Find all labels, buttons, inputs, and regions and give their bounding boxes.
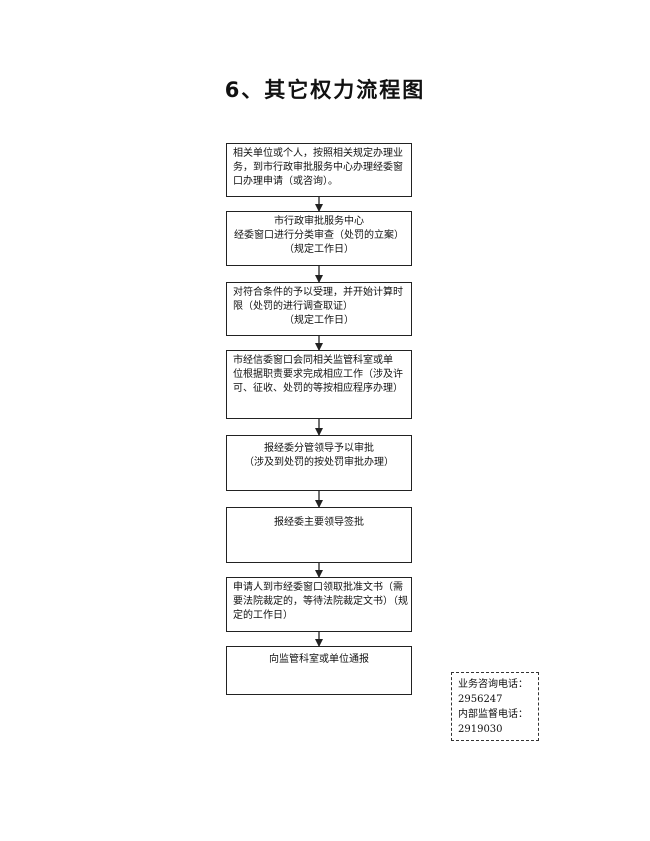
step-5-line-2: （涉及到处罚的按处罚审批办理） (244, 457, 394, 468)
step-2-line-1: 市行政审批服务中心 (274, 216, 364, 227)
step-3-line-2: 限（处罚的进行调查取证） (233, 301, 353, 312)
step-8-line-1: 向监管科室或单位通报 (269, 654, 369, 665)
step-7-line-3: 定的工作日） (233, 610, 293, 621)
consult-phone-number: 2956247 (458, 694, 503, 705)
step-3-line-1: 对符合条件的予以受理，并开始计算时 (233, 287, 403, 298)
step-1-line-3: 口办理申请（或咨询）。 (233, 176, 338, 187)
step-8-notify-box: 向监管科室或单位通报 (226, 646, 412, 695)
supervise-phone-number: 2919030 (458, 724, 503, 735)
step-2-line-2: 经委窗口进行分类审查（处罚的立案） (234, 230, 404, 241)
step-7-line-1: 申请人到市经委窗口领取批准文书（需 (233, 582, 403, 593)
step-4-process-box: 市经信委窗口会同相关监管科室或单 位根据职责要求完成相应工作（涉及许 可、征收、… (226, 350, 412, 419)
step-3-line-3: （规定工作日） (284, 315, 354, 326)
step-1-apply-box: 相关单位或个人，按照相关规定办理业 务，到市行政审批服务中心办理经委窗 口办理申… (226, 143, 412, 197)
step-1-line-1: 相关单位或个人，按照相关规定办理业 (233, 148, 403, 159)
supervise-phone-label: 内部监督电话： (458, 709, 528, 720)
step-6-line-1: 报经委主要领导签批 (274, 517, 364, 528)
step-4-line-3: 可、征收、处罚的等按相应程序办理） (233, 383, 403, 394)
step-6-sign-box: 报经委主要领导签批 (226, 507, 412, 563)
step-1-line-2: 务，到市行政审批服务中心办理经委窗 (233, 162, 403, 173)
step-5-approval-box: 报经委分管领导予以审批 （涉及到处罚的按处罚审批办理） (226, 435, 412, 491)
step-3-accept-box: 对符合条件的予以受理，并开始计算时 限（处罚的进行调查取证） （规定工作日） (226, 282, 412, 336)
step-7-collect-box: 申请人到市经委窗口领取批准文书（需 要法院裁定的，等待法院裁定文书）（规 定的工… (226, 577, 412, 632)
step-4-line-2: 位根据职责要求完成相应工作（涉及许 (233, 369, 403, 380)
contact-info-box: 业务咨询电话： 2956247 内部监督电话： 2919030 (451, 672, 539, 741)
page-title: 6、其它权力流程图 (224, 78, 426, 102)
consult-phone-label: 业务咨询电话： (458, 679, 528, 690)
step-4-line-1: 市经信委窗口会同相关监管科室或单 (233, 355, 393, 366)
step-5-line-1: 报经委分管领导予以审批 (264, 443, 374, 454)
step-2-line-3: （规定工作日） (284, 244, 354, 255)
step-7-line-2: 要法院裁定的，等待法院裁定文书）（规 (233, 596, 408, 607)
step-2-review-box: 市行政审批服务中心 经委窗口进行分类审查（处罚的立案） （规定工作日） (226, 211, 412, 266)
